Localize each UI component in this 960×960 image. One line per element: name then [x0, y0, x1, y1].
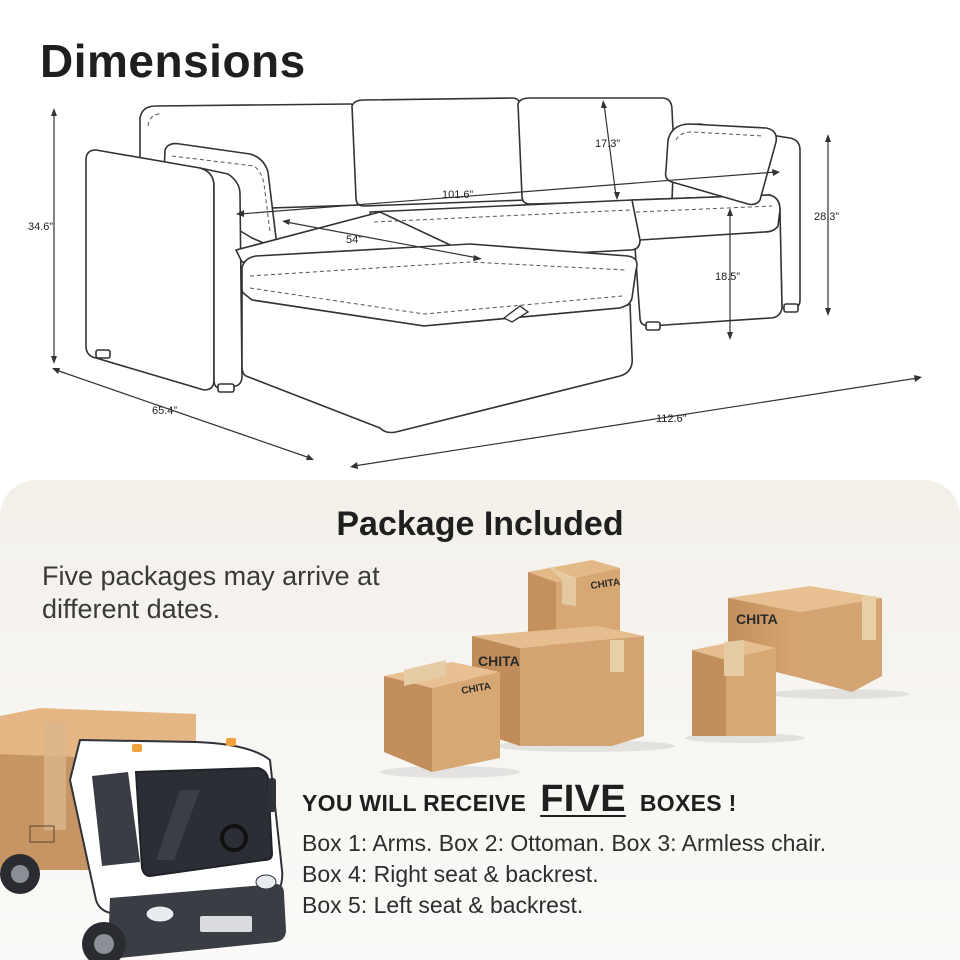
receive-prefix: YOU WILL RECEIVE	[302, 790, 527, 816]
list-item: Box 4: Right seat & backrest.	[302, 861, 599, 887]
receive-count: FIVE	[540, 778, 626, 820]
box-front-left: CHITA	[384, 660, 500, 772]
list-item: Box 5: Left seat & backrest.	[302, 892, 584, 918]
sofa-width-label: 101.6”	[442, 189, 474, 201]
overall-depth-label: 65.4”	[152, 405, 177, 417]
package-title: Package Included	[336, 505, 624, 543]
sofa-outline	[85, 97, 801, 434]
box-right-back-brand: CHITA	[736, 611, 778, 627]
box-right-back: CHITA	[728, 586, 882, 692]
dimension-labels: 34.6” 17.3” 101.6” 54” 28.3” 18.5” 65.4”…	[28, 138, 839, 425]
sofa-dimension-diagram: 34.6” 17.3” 101.6” 54” 28.3” 18.5” 65.4”…	[28, 97, 922, 469]
sofa-stitching	[147, 113, 773, 315]
box-front-left-brand: CHITA	[461, 681, 492, 697]
box-contents-list: Box 1: Arms. Box 2: Ottoman. Box 3: Arml…	[302, 828, 826, 921]
delivery-note: Five packages may arrive at different da…	[42, 561, 380, 624]
ottoman-width-label: 54”	[346, 234, 362, 246]
box-small-right-front	[692, 640, 776, 736]
box-large-brand: CHITA	[478, 653, 520, 669]
arm-height-label: 28.3”	[814, 211, 839, 223]
seat-height-label: 18.5”	[715, 271, 740, 283]
list-item: Box 1: Arms. Box 2: Ottoman. Box 3: Arml…	[302, 830, 827, 856]
page-title: Dimensions	[40, 35, 306, 87]
dimension-lines	[51, 100, 922, 469]
ottoman-zipper-tab	[502, 305, 530, 323]
backrest-height-label: 17.3”	[595, 138, 620, 150]
receive-headline: YOU WILL RECEIVE FIVE BOXES !	[302, 778, 737, 821]
receive-suffix: BOXES !	[639, 790, 737, 816]
box-small-top-brand: CHITA	[590, 577, 621, 592]
overall-width-label: 112.6”	[656, 413, 687, 425]
overall-height-label: 34.6”	[28, 221, 53, 233]
